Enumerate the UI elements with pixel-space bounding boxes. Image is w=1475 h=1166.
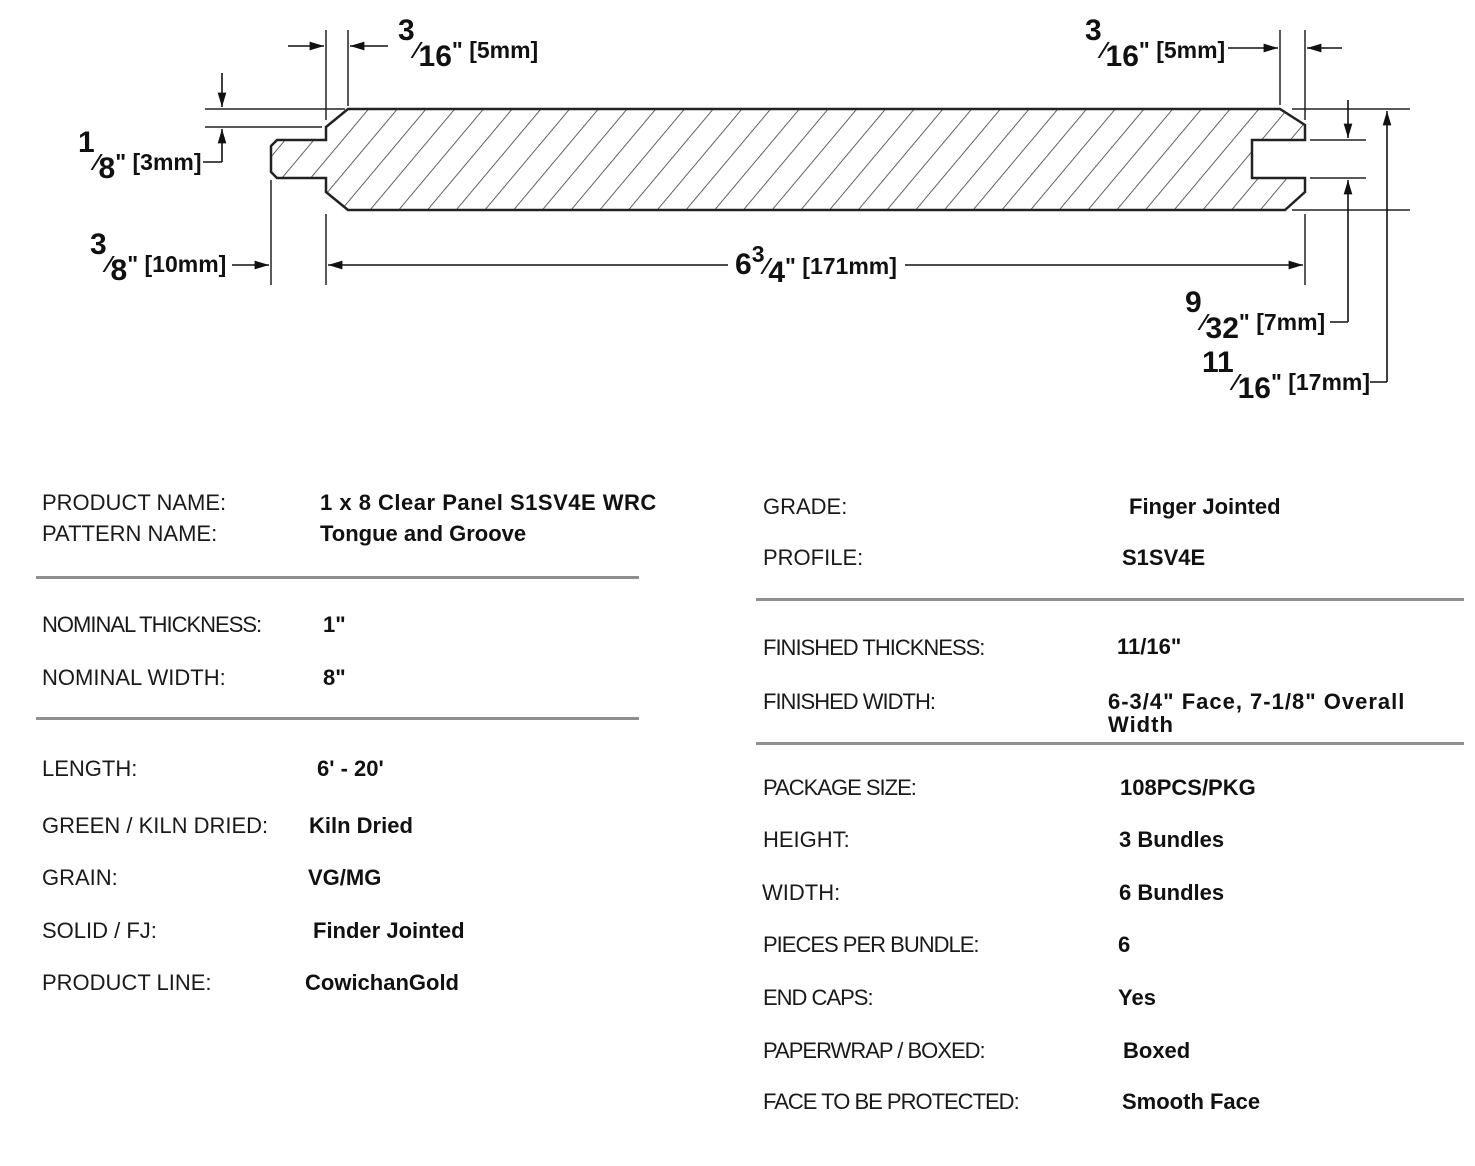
pattern-name-label: PATTERN NAME: (42, 521, 218, 546)
divider (756, 598, 1464, 601)
product-name-value: 1 x 8 Clear Panel S1SV4E WRC (320, 490, 657, 515)
length-label: LENGTH: (42, 756, 138, 781)
package-size-value: 108PCS/PKG (1120, 775, 1256, 800)
dim-right-gap: 3⁄16" [5mm] (1085, 14, 1225, 73)
dim-thickness: 11⁄16" [17mm] (1202, 346, 1370, 405)
grade-value: Finger Jointed (1129, 494, 1281, 519)
green-kiln-label: GREEN / KILN DRIED: (42, 813, 269, 838)
finished-width-value: 6-3/4" Face, 7-1/8" Overall Width (1108, 689, 1406, 737)
grade-label: GRADE: (763, 494, 848, 519)
pattern-name-value: Tongue and Groove (320, 521, 527, 546)
product-line-label: PRODUCT LINE: (42, 970, 212, 995)
board-profile-drawing: 3⁄16" [5mm] 3⁄16" [5mm] 1⁄8" [3mm] 3⁄8" … (78, 14, 1410, 405)
solid-fj-label: SOLID / FJ: (42, 918, 157, 943)
package-size-label: PACKAGE SIZE: (763, 775, 917, 800)
dim-tongue-length: 3⁄8" [10mm] (90, 228, 226, 287)
width-label: WIDTH: (762, 880, 841, 905)
divider (36, 576, 639, 579)
grain-value: VG/MG (308, 865, 382, 890)
nominal-width-label: NOMINAL WIDTH: (42, 665, 226, 690)
pieces-per-bundle-label: PIECES PER BUNDLE: (763, 932, 980, 957)
paperwrap-boxed-value: Boxed (1123, 1038, 1191, 1063)
height-value: 3 Bundles (1119, 827, 1225, 852)
green-kiln-value: Kiln Dried (309, 813, 413, 838)
finished-thickness-label: FINISHED THICKNESS: (763, 635, 985, 660)
board-cross-section (269, 107, 1307, 212)
dim-tongue-thickness: 1⁄8" [3mm] (78, 126, 202, 185)
nominal-thickness-label: NOMINAL THICKNESS: (42, 612, 262, 637)
finished-thickness-value: 11/16" (1117, 634, 1182, 659)
dim-left-gap: 3⁄16" [5mm] (398, 14, 538, 73)
dim-face-width: 63⁄4" [171mm] (735, 241, 897, 289)
profile-value: S1SV4E (1122, 545, 1206, 570)
divider (756, 742, 1464, 745)
solid-fj-value: Finder Jointed (313, 918, 465, 943)
face-to-be-protected-value: Smooth Face (1122, 1089, 1261, 1114)
end-caps-value: Yes (1118, 985, 1156, 1010)
face-to-be-protected-label: FACE TO BE PROTECTED: (763, 1089, 1020, 1114)
grain-label: GRAIN: (42, 865, 118, 890)
paperwrap-boxed-label: PAPERWRAP / BOXED: (763, 1038, 986, 1063)
end-caps-label: END CAPS: (763, 985, 874, 1010)
finished-width-label: FINISHED WIDTH: (763, 689, 936, 714)
height-label: HEIGHT: (763, 827, 850, 852)
width-value: 6 Bundles (1119, 880, 1225, 905)
product-line-value: CowichanGold (305, 970, 459, 995)
pieces-per-bundle-value: 6 (1118, 932, 1131, 957)
divider (36, 717, 639, 720)
profile-label: PROFILE: (763, 545, 864, 570)
dim-groove-offset: 9⁄32" [7mm] (1185, 286, 1325, 345)
nominal-width-value: 8" (323, 665, 346, 690)
length-value: 6' - 20' (317, 756, 384, 781)
product-name-label: PRODUCT NAME: (42, 490, 227, 515)
nominal-thickness-value: 1" (323, 612, 346, 637)
